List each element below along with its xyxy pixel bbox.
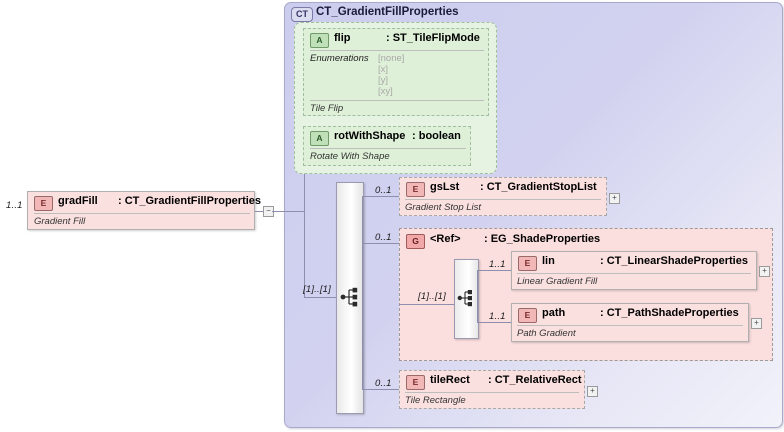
enumerations-values: [none] [x] [y] [xy]	[378, 53, 404, 97]
complextype-title: CT_GradientFillProperties	[316, 6, 459, 18]
attribute-rotwithshape-name: rotWithShape	[334, 130, 406, 142]
occurrence-lin: 1..1	[489, 259, 506, 270]
divider	[517, 273, 751, 274]
divider	[517, 325, 743, 326]
element-lin-doc: Linear Gradient Fill	[517, 276, 598, 287]
enum-value: [y]	[378, 75, 389, 86]
occurrence-inner-compositor: [1]..[1]	[418, 291, 447, 302]
connector-to-tilerect	[362, 389, 399, 390]
element-tilerect-type: : CT_RelativeRect	[488, 374, 582, 386]
attribute-rotwithshape-doc: Rotate With Shape	[310, 151, 390, 162]
element-tilerect-doc: Tile Rectangle	[405, 395, 466, 406]
connector-gradfill-to-ct	[272, 211, 304, 212]
element-gslst-type: : CT_GradientStopList	[480, 181, 597, 193]
attribute-rotwithshape[interactable]: A rotWithShape : boolean Rotate With Sha…	[303, 126, 471, 166]
attribute-flip[interactable]: A flip : ST_TileFlipMode Enumerations [n…	[303, 28, 489, 116]
divider	[310, 50, 484, 51]
gslst-expand-toggle[interactable]: +	[609, 193, 620, 204]
element-gradfill-head: E gradFill : CT_GradientFillProperties	[28, 192, 261, 212]
divider	[310, 148, 466, 149]
lin-expand-toggle[interactable]: +	[759, 266, 770, 277]
divider	[405, 392, 579, 393]
connector-to-lin	[477, 270, 511, 271]
group-ref-name: <Ref>	[430, 233, 461, 245]
element-path-head: E path : CT_PathShadeProperties	[512, 304, 748, 324]
element-gslst-head: E gsLst : CT_GradientStopList	[400, 178, 606, 198]
element-path[interactable]: E path : CT_PathShadeProperties Path Gra…	[511, 303, 749, 342]
spine-ct-lower	[304, 212, 305, 298]
enum-value: [x]	[378, 64, 389, 75]
attribute-rotwithshape-head: A rotWithShape : boolean	[304, 127, 470, 147]
group-ref-type: : EG_ShadeProperties	[484, 233, 601, 245]
element-gradfill-name: gradFill	[58, 195, 98, 207]
attribute-badge-icon: A	[310, 131, 329, 146]
element-gradfill[interactable]: E gradFill : CT_GradientFillProperties G…	[27, 191, 261, 230]
divider	[34, 213, 250, 214]
element-path-name: path	[542, 307, 566, 319]
element-badge-icon: E	[518, 308, 537, 323]
element-lin-head: E lin : CT_LinearShadeProperties	[512, 252, 756, 272]
element-gslst[interactable]: E gsLst : CT_GradientStopList Gradient S…	[399, 177, 607, 216]
attribute-flip-type: : ST_TileFlipMode	[386, 32, 480, 44]
element-badge-icon: E	[34, 196, 53, 211]
attribute-flip-name: flip	[334, 32, 351, 44]
element-tilerect[interactable]: E tileRect : CT_RelativeRect Tile Rectan…	[399, 370, 585, 409]
attribute-badge-icon: A	[310, 33, 329, 48]
divider	[405, 199, 601, 200]
occurrence-path: 1..1	[489, 311, 506, 322]
sequence-icon	[457, 290, 472, 307]
complextype-badge: CT	[291, 7, 313, 22]
element-path-type: : CT_PathShadeProperties	[600, 307, 739, 319]
attribute-flip-head: A flip : ST_TileFlipMode	[304, 29, 488, 49]
spine-inner-branches	[477, 270, 478, 322]
occurrence-tilerect: 0..1	[375, 378, 392, 389]
element-gslst-doc: Gradient Stop List	[405, 202, 482, 213]
element-badge-icon: E	[406, 182, 425, 197]
element-gslst-name: gsLst	[430, 181, 460, 193]
sequence-icon	[340, 287, 358, 307]
divider	[310, 100, 484, 101]
connector-to-compositor	[304, 297, 338, 298]
compositor-sequence-outer[interactable]	[336, 182, 364, 414]
element-gradfill-doc: Gradient Fill	[34, 216, 86, 227]
occurrence-outer-compositor: [1]..[1]	[303, 284, 332, 295]
occurrence-gradfill: 1..1	[6, 200, 23, 211]
enumerations-label: Enumerations	[310, 53, 369, 64]
enum-value: [none]	[378, 53, 405, 64]
element-path-doc: Path Gradient	[517, 328, 576, 339]
element-lin-type: : CT_LinearShadeProperties	[600, 255, 748, 267]
connector-to-path	[477, 322, 511, 323]
connector-groupref-to-inner	[399, 304, 454, 305]
tilerect-expand-toggle[interactable]: +	[587, 386, 598, 397]
spine-outer-branches	[362, 196, 363, 389]
element-tilerect-head: E tileRect : CT_RelativeRect	[400, 371, 584, 391]
connector-gradfill-out	[255, 211, 263, 212]
element-gradfill-type: : CT_GradientFillProperties	[118, 195, 262, 207]
occurrence-groupref: 0..1	[375, 232, 392, 243]
connector-to-groupref	[362, 243, 399, 244]
connector-to-gslst	[362, 196, 399, 197]
attribute-rotwithshape-type: : boolean	[412, 130, 461, 142]
element-lin[interactable]: E lin : CT_LinearShadeProperties Linear …	[511, 251, 757, 290]
group-badge-icon: G	[406, 234, 425, 249]
element-badge-icon: E	[406, 375, 425, 390]
element-tilerect-name: tileRect	[430, 374, 470, 386]
enum-value: [xy]	[378, 86, 393, 97]
attribute-flip-doc: Tile Flip	[310, 103, 344, 114]
element-badge-icon: E	[518, 256, 537, 271]
path-expand-toggle[interactable]: +	[751, 318, 762, 329]
occurrence-gslst: 0..1	[375, 185, 392, 196]
element-lin-name: lin	[542, 255, 555, 267]
